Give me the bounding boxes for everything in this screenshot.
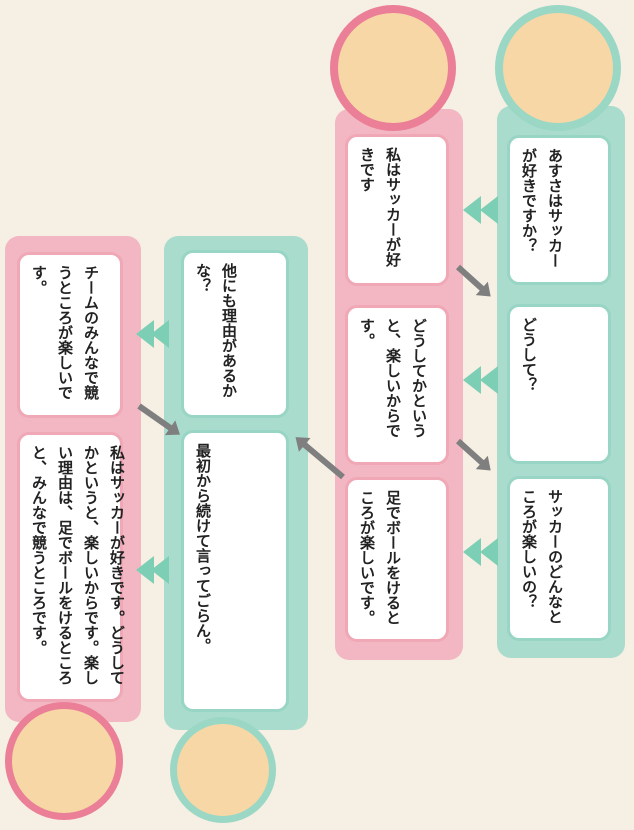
question-card-2: どうして？: [507, 304, 611, 464]
pointer-triangle-1: [463, 196, 481, 224]
pointer-triangle-5: [463, 538, 481, 566]
pointer-triangle-9: [136, 556, 154, 584]
student-avatar-top: [330, 5, 456, 131]
pointer-triangle-10: [151, 556, 169, 584]
answer-card-5: 私はサッカーが好きです。どうしてかというと、楽しいからです。楽しい理由は、足でボ…: [17, 432, 126, 702]
pointer-triangle-4: [480, 366, 498, 394]
question-text-5: 最初から続けて言ってごらん。: [194, 443, 212, 653]
answer-card-4: チームのみんなで競うところが楽しいです。: [17, 252, 123, 418]
question-text-4: 他にも理由があるかな？: [194, 263, 238, 398]
question-card-5: 最初から続けて言ってごらん。: [181, 430, 289, 712]
pointer-triangle-3: [463, 366, 481, 394]
teacher-avatar-top: [495, 5, 621, 131]
answer-text-4: チームのみんなで競うところが楽しいです。: [30, 265, 100, 400]
question-text-1: あすさはサッカーが好きですか？: [520, 148, 564, 268]
teacher-avatar-bottom: [170, 717, 276, 823]
question-card-4: 他にも理由があるかな？: [181, 250, 289, 418]
pointer-triangle-2: [480, 196, 498, 224]
answer-text-3: 足でボールをけるところが楽しいです。: [358, 490, 402, 625]
question-text-3: サッカーのどんなところが楽しいの？: [520, 489, 564, 624]
answer-text-1: 私はサッカーが好きです: [358, 147, 402, 267]
answer-card-2: どうしてかというと、楽しいからです。: [345, 305, 449, 465]
question-text-2: どうして？: [520, 317, 538, 392]
pointer-triangle-6: [480, 538, 498, 566]
pointer-triangle-8: [151, 320, 169, 348]
pointer-triangle-7: [136, 320, 154, 348]
question-card-1: あすさはサッカーが好きですか？: [507, 135, 611, 285]
student-avatar-bottom: [5, 702, 123, 820]
answer-text-5: 私はサッカーが好きです。どうしてかというと、楽しいからです。楽しい理由は、足でボ…: [30, 445, 126, 685]
answer-card-3: 足でボールをけるところが楽しいです。: [345, 477, 449, 642]
question-card-3: サッカーのどんなところが楽しいの？: [507, 476, 611, 641]
answer-card-1: 私はサッカーが好きです: [345, 134, 449, 286]
answer-text-2: どうしてかというと、楽しいからです。: [358, 318, 428, 438]
